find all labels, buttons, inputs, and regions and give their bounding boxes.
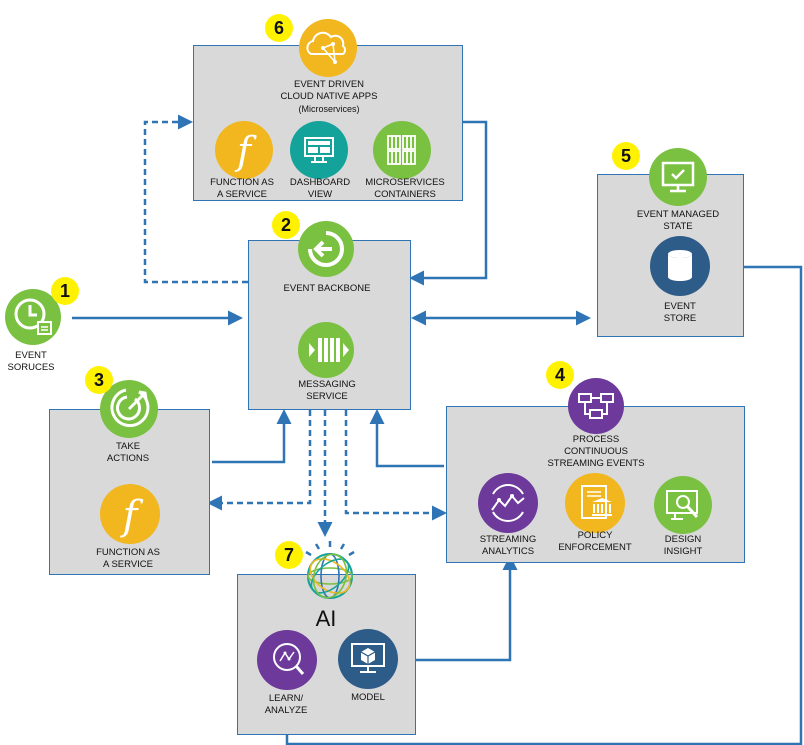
streaming-title-line3: STREAMING EVENTS: [547, 458, 645, 469]
streaming-analytics-label-line2: ANALYTICS: [481, 546, 535, 557]
refresh-arrow-icon: [298, 221, 354, 277]
function-icon: f: [100, 484, 160, 544]
connectors: [72, 114, 803, 745]
cloud-network-icon: [299, 19, 357, 77]
streaming-to-backbone-arrow: [369, 409, 444, 468]
cloud-apps-title-line1: EVENT DRIVEN: [293, 79, 365, 90]
learn-analyze-label-line1: LEARN/: [268, 693, 304, 704]
model-label: MODEL: [351, 692, 385, 703]
faas-actions-label-line2: A SERVICE: [103, 559, 153, 570]
learn-analyze-label-line2: ANALYZE: [264, 705, 308, 716]
cloud-apps-title-line2: CLOUD NATIVE APPS: [280, 91, 378, 102]
design-insight-label-line2: INSIGHT: [663, 546, 703, 557]
cloud-apps-title-line3: (Microservices): [298, 104, 360, 114]
event-sources-label-line1: EVENT: [15, 350, 47, 361]
step-badge-3: 3: [85, 366, 113, 394]
containers-icon: [373, 121, 431, 179]
faas-label-line2: A SERVICE: [217, 189, 267, 200]
monitor-check-icon: [649, 148, 707, 206]
wave-chart-icon: [478, 473, 538, 533]
step-badge-6: 6: [265, 14, 293, 42]
actions-to-backbone-arrow: [212, 409, 292, 464]
faas-actions-label-line1: FUNCTION AS: [96, 547, 160, 558]
take-actions-label-line1: TAKE: [115, 441, 141, 452]
event-sources-label-line2: SORUCES: [7, 362, 55, 373]
ai-title: AI: [315, 606, 337, 631]
database-icon: [650, 236, 710, 296]
model-to-streaming-arrow: [397, 555, 518, 662]
event-managed-state-label-line2: STATE: [663, 221, 693, 232]
messaging-service-label-line2: SERVICE: [306, 391, 348, 402]
step-badge-1: 1: [51, 277, 79, 305]
event-backbone-label: EVENT BACKBONE: [283, 283, 371, 294]
streaming-analytics-label-line1: STREAMING: [479, 534, 537, 545]
streaming-title-line2: CONTINUOUS: [564, 446, 628, 457]
cloudapps-to-backbone-arrow: [409, 120, 488, 286]
streaming-title-line1: PROCESS: [572, 434, 620, 445]
policy-enforcement-label-line1: POLICY: [577, 530, 613, 541]
design-insight-label-line1: DESIGN: [664, 534, 702, 545]
chart-magnifier-icon: [654, 476, 712, 534]
backbone-to-streaming-dashed-arrow: [344, 410, 447, 521]
dashboard-label-line2: VIEW: [307, 189, 333, 200]
dashboard-icon: [290, 121, 348, 179]
backbone-to-actions-dashed-arrow: [207, 410, 312, 511]
step-badge-5: 5: [612, 142, 640, 170]
dashboard-label-line1: DASHBOARD: [289, 177, 351, 188]
messaging-icon: [298, 322, 354, 378]
messaging-service-label-line1: MESSAGING: [298, 379, 356, 390]
take-actions-label-line2: ACTIONS: [106, 453, 150, 464]
policy-enforcement-label-line2: ENFORCEMENT: [558, 542, 632, 553]
store-to-learn-arrow: [279, 265, 803, 745]
event-store-label-line1: EVENT: [664, 301, 696, 312]
step-badge-2: 2: [272, 211, 300, 239]
magnifier-graph-icon: [257, 630, 317, 690]
function-icon: f: [215, 121, 273, 179]
target-icon: [100, 380, 158, 438]
faas-label-line1: FUNCTION AS: [210, 177, 274, 188]
step-badge-4: 4: [546, 361, 574, 389]
backbone-to-cloudapps-dashed-arrow: [143, 114, 248, 284]
clock-calendar-icon: [5, 289, 61, 345]
flow-chart-icon: [568, 378, 624, 434]
microservices-label-line1: MICROSERVICES: [365, 177, 445, 188]
step-badge-7: 7: [275, 541, 303, 569]
event-store-label-line2: STORE: [663, 313, 697, 324]
microservices-label-line2: CONTAINERS: [374, 189, 436, 200]
event-managed-state-label-line1: EVENT MANAGED: [636, 209, 720, 220]
globe-icon: [305, 541, 355, 599]
cube-monitor-icon: [338, 629, 398, 689]
bank-document-icon: [565, 473, 625, 533]
